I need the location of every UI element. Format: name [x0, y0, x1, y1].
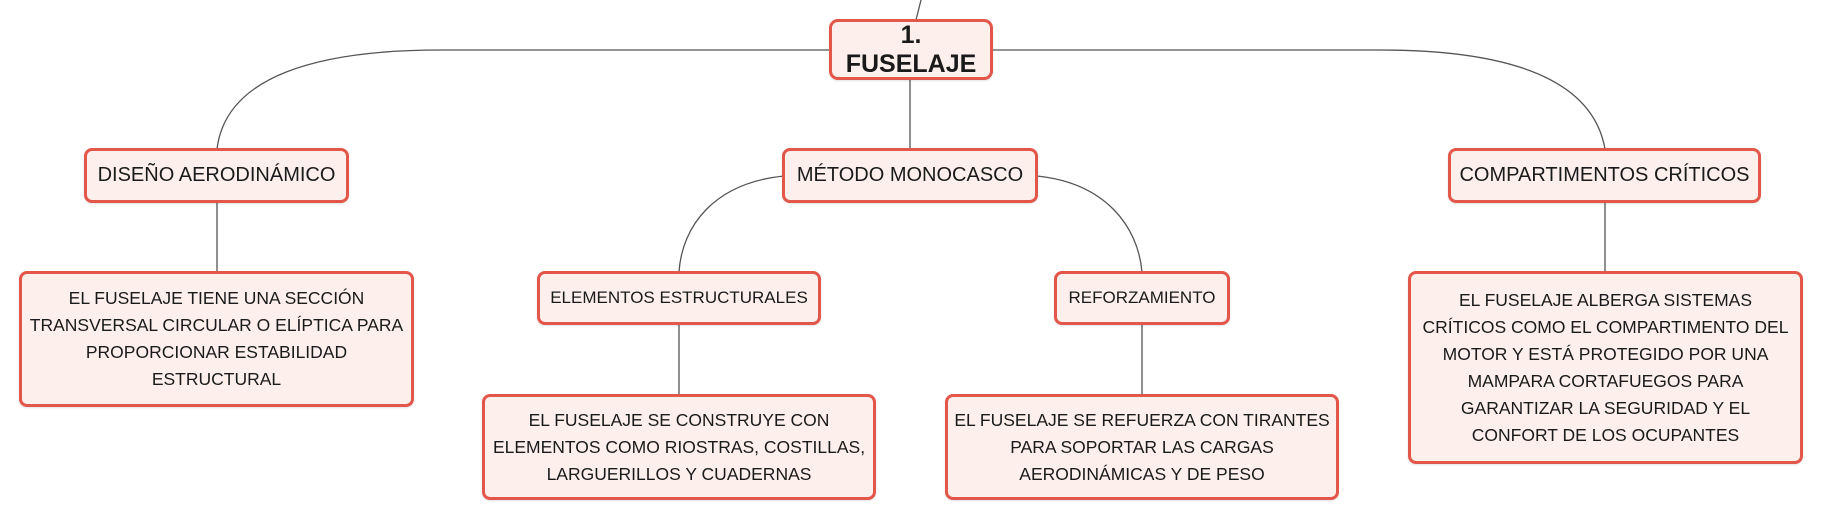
detail-elementos-estructurales[interactable]: EL FUSELAJE SE CONSTRUYE CON ELEMENTOS C…	[482, 394, 876, 500]
connector-parent-to-root	[915, 0, 922, 21]
connector-root-to-compartimentos	[993, 49, 1606, 150]
detail-compartimentos-criticos[interactable]: EL FUSELAJE ALBERGA SISTEMAS CRÍTICOS CO…	[1408, 271, 1803, 464]
topic-metodo-monocasco[interactable]: MÉTODO MONOCASCO	[782, 148, 1038, 203]
topic-elementos-estructurales-label: ELEMENTOS ESTRUCTURALES	[550, 288, 808, 307]
detail-compartimentos-criticos-text: EL FUSELAJE ALBERGA SISTEMAS CRÍTICOS CO…	[1422, 289, 1789, 445]
root-topic-label: 1. FUSELAJE	[845, 20, 977, 78]
topic-reforzamiento[interactable]: REFORZAMIENTO	[1054, 271, 1230, 325]
detail-diseno-aerodinamico[interactable]: EL FUSELAJE TIENE UNA SECCIÓN TRANSVERSA…	[19, 271, 414, 407]
topic-diseno-aerodinamico[interactable]: DISEÑO AERODINÁMICO	[84, 148, 349, 203]
connector-monocasco-to-elementos	[678, 175, 785, 273]
root-topic[interactable]: 1. FUSELAJE	[829, 19, 993, 80]
topic-compartimentos-criticos[interactable]: COMPARTIMENTOS CRÍTICOS	[1448, 148, 1761, 203]
detail-reforzamiento[interactable]: EL FUSELAJE SE REFUERZA CON TIRANTES PAR…	[945, 394, 1339, 500]
topic-elementos-estructurales[interactable]: ELEMENTOS ESTRUCTURALES	[537, 271, 821, 325]
topic-reforzamiento-label: REFORZAMIENTO	[1068, 288, 1216, 307]
detail-reforzamiento-text: EL FUSELAJE SE REFUERZA CON TIRANTES PAR…	[954, 409, 1330, 484]
topic-metodo-monocasco-label: MÉTODO MONOCASCO	[796, 164, 1024, 186]
detail-elementos-estructurales-text: EL FUSELAJE SE CONSTRUYE CON ELEMENTOS C…	[492, 409, 866, 484]
topic-diseno-aerodinamico-label: DISEÑO AERODINÁMICO	[97, 164, 336, 186]
connector-root-to-diseno	[216, 49, 829, 150]
topic-compartimentos-criticos-label: COMPARTIMENTOS CRÍTICOS	[1459, 164, 1750, 186]
connector-monocasco-to-reforzamiento	[1036, 175, 1143, 273]
detail-diseno-aerodinamico-text: EL FUSELAJE TIENE UNA SECCIÓN TRANSVERSA…	[29, 288, 404, 389]
